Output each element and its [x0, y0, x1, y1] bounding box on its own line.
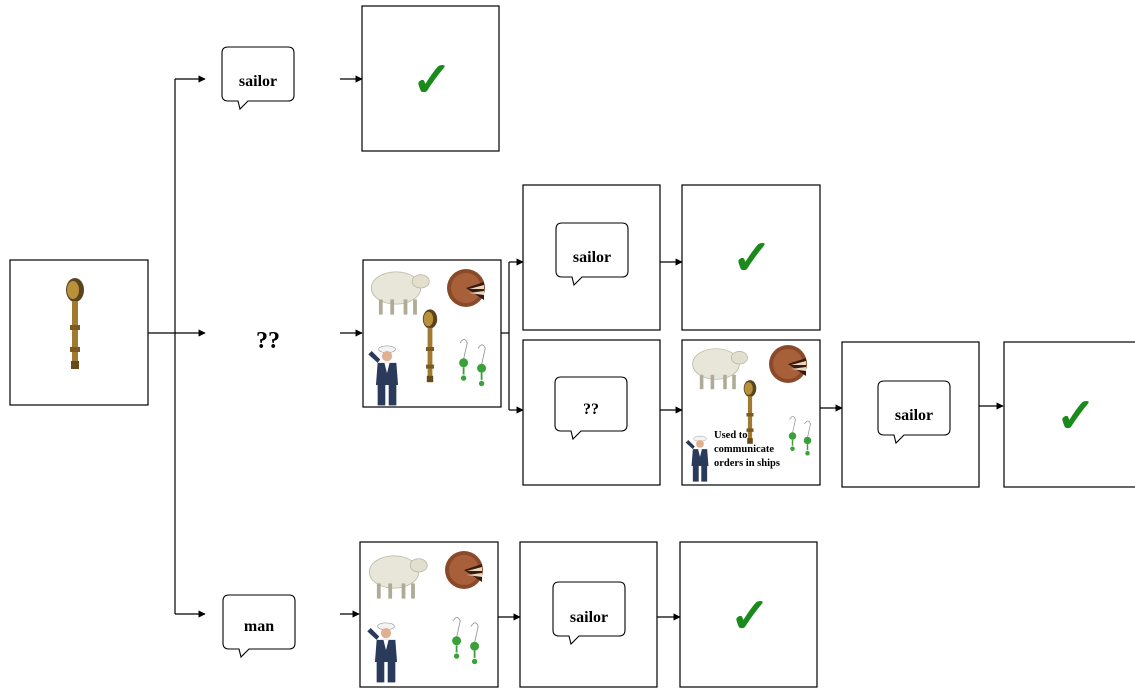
- cake-icon: [445, 551, 483, 589]
- middle-lower-bubble-label: ??: [583, 401, 599, 418]
- far-right-bubble: sailor: [877, 380, 951, 444]
- check-icon: ✓: [730, 590, 770, 643]
- far-right-bubble-box: sailor: [841, 341, 980, 488]
- hint-caption-line-3: orders in ships: [714, 458, 780, 469]
- bottom-result-bubble-label: sailor: [570, 609, 608, 626]
- middle-lower-box: ??: [522, 339, 661, 486]
- hint-caption-line-1: Used to: [714, 430, 748, 441]
- target-object-box: [9, 259, 149, 406]
- top-success-box: ✓: [361, 5, 500, 152]
- cake-icon: [447, 269, 485, 307]
- bottom-result-bubble: sailor: [552, 581, 626, 645]
- middle-context-box: [362, 259, 502, 408]
- far-right-bubble-label: sailor: [895, 407, 933, 424]
- connectors: [148, 75, 1004, 621]
- middle-lower-bubble: ??: [554, 376, 628, 440]
- cake-icon: [769, 345, 807, 383]
- bottom-speaker-bubble: man: [222, 594, 296, 658]
- middle-upper-box: sailor: [522, 184, 661, 331]
- bottom-bubble-box: sailor: [519, 541, 658, 688]
- middle-upper-bubble: sailor: [555, 222, 629, 286]
- hint-caption-line-2: communicate: [714, 444, 774, 455]
- bottom-success-box: ✓: [679, 541, 818, 688]
- bottom-bubble-label: man: [244, 618, 274, 635]
- middle-upper-success-box: ✓: [681, 184, 821, 331]
- hint-context-box: Used to communicate orders in ships: [681, 339, 821, 486]
- bottom-context-box: [359, 541, 499, 688]
- check-icon: ✓: [412, 54, 452, 107]
- far-right-success-box: ✓: [1003, 341, 1135, 488]
- check-icon: ✓: [1056, 390, 1096, 443]
- top-bubble-label: sailor: [239, 73, 277, 90]
- check-icon: ✓: [732, 232, 772, 285]
- unknown-label: ??: [256, 328, 280, 354]
- top-speaker-bubble: sailor: [221, 46, 295, 110]
- middle-upper-bubble-label: sailor: [573, 249, 611, 266]
